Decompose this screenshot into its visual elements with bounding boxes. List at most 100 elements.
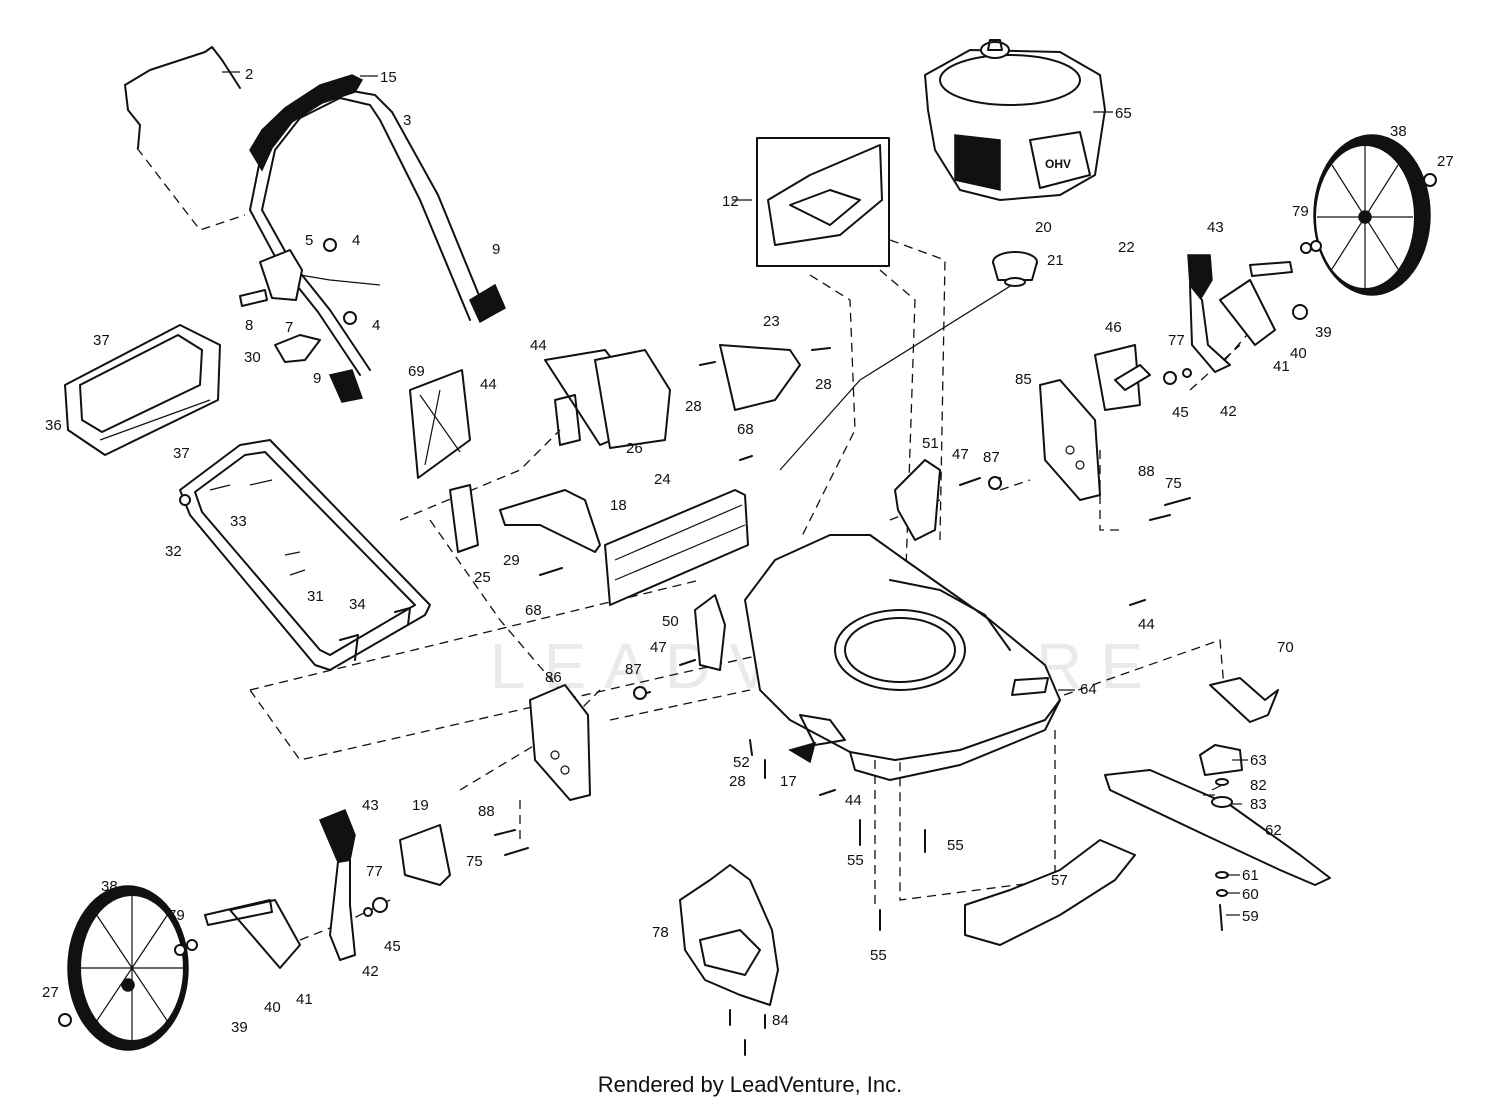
part-label: 36 [45,417,62,434]
exploded-parts-diagram: LEADVENTURE [42,39,1454,1056]
part-label: 24 [654,471,671,488]
part-label: 79 [168,907,185,924]
part-label: 39 [231,1019,248,1036]
part-label: 2 [245,66,253,83]
part-label: 77 [1168,332,1185,349]
part-label: 75 [1165,475,1182,492]
part-label: 60 [1242,886,1259,903]
control-bail [124,46,241,149]
part-label: 33 [230,513,247,530]
part-label: 68 [737,421,754,438]
part-label: 50 [662,613,679,630]
part-label: 44 [530,337,547,354]
baffle-57 [964,839,1136,946]
part-label: 38 [101,878,118,895]
part-label: 42 [362,963,379,980]
part-label: 40 [1290,345,1307,362]
part-label: 47 [650,639,667,656]
part-label: 19 [412,797,429,814]
part-label: 9 [492,241,500,258]
part-label: 15 [380,69,397,86]
wheel-38-right [1313,134,1437,296]
bag-box-36 [64,324,221,456]
height-lever-43-left [204,809,356,969]
part-label: 52 [733,754,750,771]
part-label: 57 [1051,872,1068,889]
part-label: 55 [870,947,887,964]
part-label: 29 [503,552,520,569]
part-label: 40 [264,999,281,1016]
blade-parts [1199,744,1243,931]
part-label: 45 [384,938,401,955]
rear-plate-69 [409,369,471,479]
footer-credit: Rendered by LeadVenture, Inc. [597,1072,903,1097]
bracket-23 [699,344,831,411]
mulch-plug-78 [679,864,779,1006]
part-label: 5 [305,232,313,249]
pivot-plate-50 [694,594,726,671]
part-label: 44 [480,376,497,393]
bracket-26 [544,349,671,449]
part-label: 51 [922,435,939,452]
part-label: 75 [466,853,483,870]
chute-door-29 [449,484,601,553]
part-label: 38 [1390,123,1407,140]
part-label: 84 [772,1012,789,1029]
part-label: 62 [1265,822,1282,839]
part-label: 34 [349,596,366,613]
part-label: 77 [366,863,383,880]
part-label: 44 [845,792,862,809]
height-bracket-85 [1039,379,1101,501]
part-label: 47 [952,446,969,463]
part-label: 28 [729,773,746,790]
part-label: 42 [1220,403,1237,420]
blade-adapter-20 [992,251,1038,287]
engine-65: OHV [924,39,1106,201]
height-lever-43-right [1187,254,1293,373]
part-label: 28 [815,376,832,393]
engine-adapter-12 [756,137,890,267]
part-label: 9 [313,370,321,387]
part-label: 64 [1080,681,1097,698]
blade-adapter-70 [1209,677,1279,723]
part-label: 44 [1138,616,1155,633]
part-label: 79 [1292,203,1309,220]
part-label: 43 [1207,219,1224,236]
handle-knob-and-bolts [239,238,506,403]
part-label: 85 [1015,371,1032,388]
part-label: 68 [525,602,542,619]
part-label: 32 [165,543,182,560]
part-label: 20 [1035,219,1052,236]
part-label: 63 [1250,752,1267,769]
part-label: 82 [1250,777,1267,794]
part-label: 39 [1315,324,1332,341]
spring-plate-19 [399,824,451,886]
height-bracket-86 [529,684,591,801]
fasteners [174,240,1322,1056]
bag-frame-32 [179,439,431,671]
part-labels: 2 15 3 5 4 4 8 7 9 9 30 37 37 36 12 65 2… [42,66,1454,1036]
part-label: 61 [1242,867,1259,884]
blade-62 [1104,769,1331,886]
part-label: 23 [763,313,780,330]
part-label: 70 [1277,639,1294,656]
part-label: 27 [42,984,59,1001]
part-label: 69 [408,363,425,380]
callout-leaders [222,71,1248,916]
part-label: 4 [352,232,360,249]
part-label: 3 [403,112,411,129]
svg-text:OHV: OHV [1045,157,1071,171]
part-label: 37 [93,332,110,349]
part-label: 4 [372,317,380,334]
part-label: 28 [685,398,702,415]
part-label: 41 [1273,358,1290,375]
part-label: 59 [1242,908,1259,925]
part-label: 18 [610,497,627,514]
part-label: 43 [362,797,379,814]
part-label: 21 [1047,252,1064,269]
part-label: 86 [545,669,562,686]
part-label: 88 [478,803,495,820]
part-label: 41 [296,991,313,1008]
rear-guard-24 [539,455,753,606]
part-label: 25 [474,569,491,586]
